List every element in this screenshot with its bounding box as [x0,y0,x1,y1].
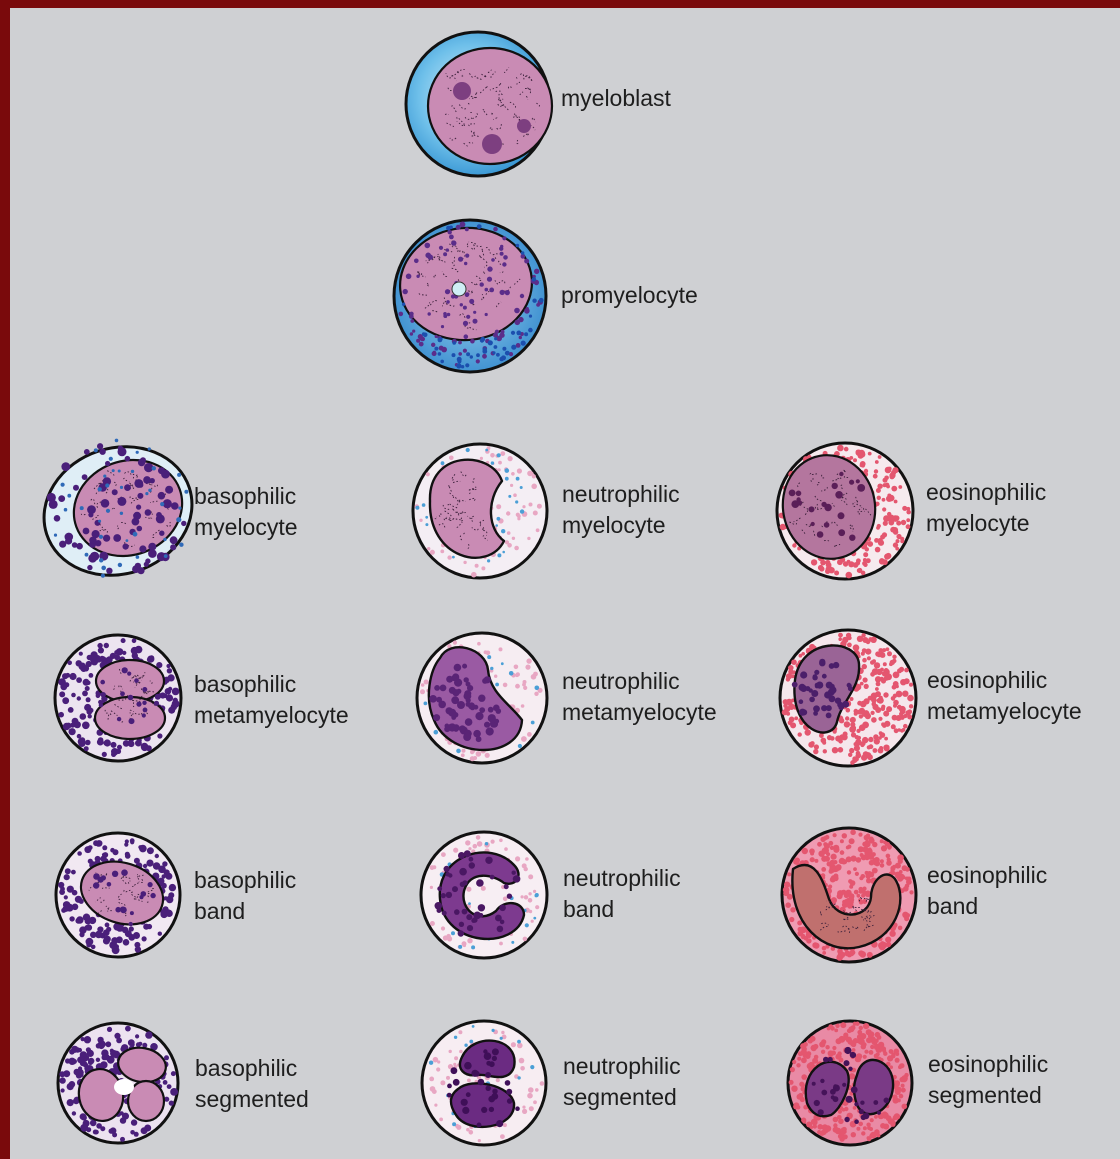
cell-eosinophilic-segmented [788,1021,912,1145]
cell-neutrophilic-myelocyte [413,444,547,578]
label-eosinophilic-band: eosinophilic band [927,860,1047,922]
cell-eosinophilic-metamyelocyte [780,630,916,766]
label-neutrophilic-band: neutrophilic band [563,863,681,925]
cell-neutrophilic-band [421,832,547,958]
label-promyelocyte: promyelocyte [561,280,698,311]
cell-basophilic-myelocyte [27,428,209,594]
label-eosinophilic-metamyelocyte: eosinophilic metamyelocyte [927,665,1082,727]
label-neutrophilic-metamyelocyte: neutrophilic metamyelocyte [562,666,717,728]
label-eosinophilic-myelocyte: eosinophilic myelocyte [926,477,1046,539]
label-neutrophilic-myelocyte: neutrophilic myelocyte [562,479,680,541]
label-basophilic-metamyelocyte: basophilic metamyelocyte [194,669,349,731]
cell-neutrophilic-segmented [422,1021,546,1145]
label-neutrophilic-segmented: neutrophilic segmented [563,1051,681,1113]
label-myeloblast: myeloblast [561,83,671,114]
cell-diagram [10,8,1120,1159]
cell-neutrophilic-metamyelocyte [417,633,547,763]
label-basophilic-myelocyte: basophilic myelocyte [194,481,298,543]
diagram-panel: myeloblast promyelocyte basophilic myelo… [10,8,1120,1159]
cell-basophilic-metamyelocyte [55,635,181,761]
cell-basophilic-segmented [58,1023,178,1143]
cell-eosinophilic-myelocyte [775,443,913,579]
cell-eosinophilic-band [782,828,916,962]
cell-myeloblast [406,32,552,176]
label-basophilic-segmented: basophilic segmented [195,1053,309,1115]
cell-promyelocyte [394,220,546,372]
label-eosinophilic-segmented: eosinophilic segmented [928,1049,1048,1111]
cell-basophilic-band [56,833,180,957]
label-basophilic-band: basophilic band [194,865,296,927]
